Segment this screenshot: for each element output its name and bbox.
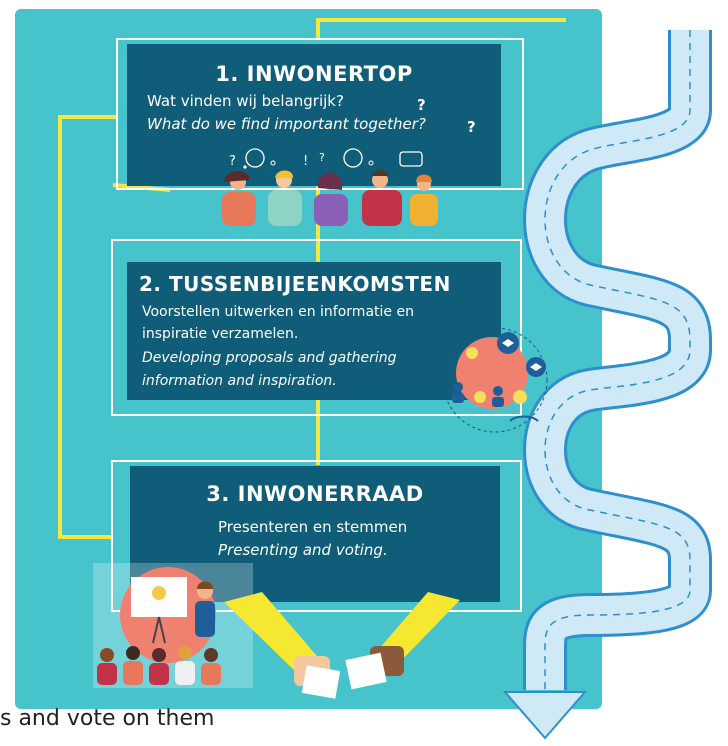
step3-box: 3. INWONERRAAD Presenteren en stemmen Pr… (130, 466, 500, 602)
step2-box: 2. TUSSENBIJEENKOMSTEN Voorstellen uitwe… (127, 262, 501, 400)
svg-text:!: ! (303, 154, 308, 169)
loop-connector (58, 115, 118, 539)
step1-title: 1. INWONERTOP (215, 62, 413, 86)
step2-title: 2. TUSSENBIJEENKOMSTEN (139, 272, 451, 296)
step3-english: Presenting and voting. (218, 541, 388, 559)
svg-text:?: ? (319, 151, 325, 164)
step2-english-line1: Developing proposals and gathering (142, 350, 397, 366)
ideas-network-illustration (442, 327, 548, 433)
svg-text:?: ? (229, 154, 236, 169)
step1-english: What do we find important together? (147, 115, 426, 133)
step2-frame (111, 239, 522, 416)
step1-box: 1. INWONERTOP Wat vinden wij belangrijk?… (127, 44, 501, 186)
question-mark-icon: ? (467, 118, 476, 136)
voting-hands-illustration (224, 592, 460, 699)
step1-dutch: Wat vinden wij belangrijk? (147, 92, 344, 110)
step2-dutch-line2: inspiratie verzamelen. (142, 326, 299, 342)
presentation-illustration (93, 563, 253, 688)
step2-dutch-line1: Voorstellen uitwerken en informatie en (142, 304, 414, 320)
step2-english-line2: information and inspiration. (142, 373, 337, 389)
road-arrowhead (502, 691, 588, 740)
question-mark-icon: ? (417, 96, 426, 114)
step1-frame (116, 38, 524, 190)
people-illustration (222, 170, 438, 226)
bottom-caption: s and vote on them (0, 706, 215, 731)
step3-dutch: Presenteren en stemmen (218, 518, 408, 536)
step3-frame (111, 460, 522, 612)
speech-bubbles-icon: ? ! ? (229, 148, 423, 169)
step3-title: 3. INWONERRAAD (206, 482, 424, 506)
top-connector (316, 18, 566, 40)
